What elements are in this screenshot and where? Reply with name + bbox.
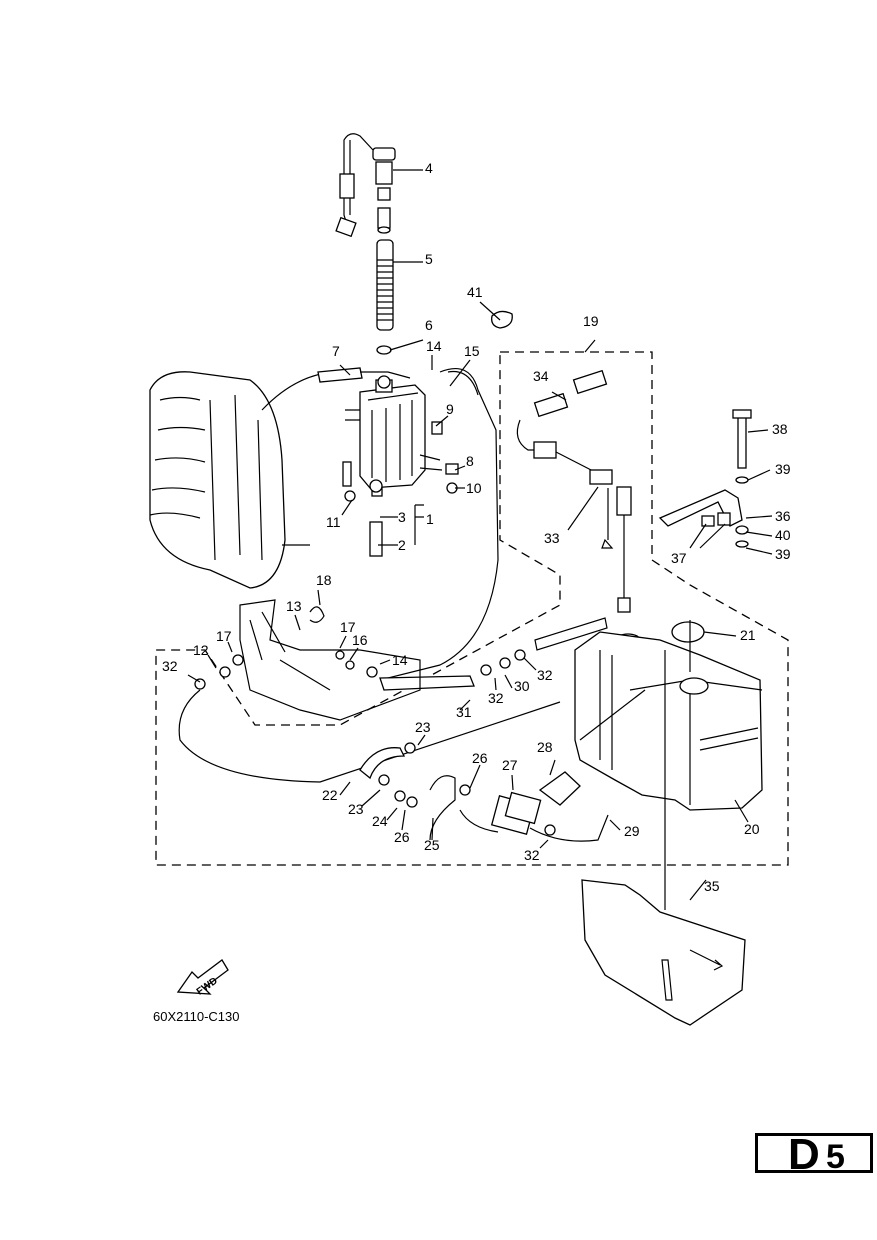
page-badge-letter: D [788, 1130, 820, 1179]
callout-label: 11 [326, 514, 341, 530]
callout-label: 36 [775, 508, 791, 524]
callout-label: 21 [740, 627, 756, 643]
callout-label: 7 [332, 343, 340, 359]
callout-label: 28 [537, 739, 553, 755]
callout-label: 9 [446, 401, 454, 417]
callout-label: 16 [352, 632, 368, 648]
callout-label: 33 [544, 530, 560, 546]
callout-label: 17 [216, 628, 232, 644]
callout-label: 25 [424, 837, 440, 853]
callout-label: 38 [772, 421, 788, 437]
tank-bracket [658, 409, 752, 548]
callout-label: 14 [392, 652, 408, 668]
callout-label: 15 [464, 343, 480, 359]
small-fittings [194, 421, 608, 836]
vapor-separator [345, 375, 443, 497]
callout-label: 39 [775, 546, 791, 562]
callout-label: 32 [162, 658, 178, 674]
sub-assembly-boundary-19 [155, 351, 789, 866]
callout-label: 32 [488, 690, 504, 706]
callout-label: 5 [425, 251, 433, 267]
callout-label: 39 [775, 461, 791, 477]
page-badge: D 5 [755, 1130, 873, 1179]
callout-label: 12 [193, 642, 209, 658]
callout-label: 3 [398, 509, 406, 525]
callout-label: 40 [775, 527, 791, 543]
callout-label: 29 [624, 823, 640, 839]
callout-labels: 1 2 3 4 5 6 7 8 9 10 11 12 13 14 14 15 1… [162, 160, 791, 894]
sensor-harness [516, 369, 641, 647]
fuel-hose-22 [178, 689, 561, 783]
o-ring [376, 345, 392, 355]
callout-label: 32 [524, 847, 540, 863]
callout-label: 32 [537, 667, 553, 683]
engine-block [149, 371, 346, 589]
filter-element [376, 239, 394, 331]
callout-label: 13 [286, 598, 302, 614]
fuel-hose-31 [379, 675, 475, 691]
callout-label: 26 [394, 829, 410, 845]
callout-label: 17 [340, 619, 356, 635]
callout-label: 24 [372, 813, 388, 829]
leader-lines [187, 169, 773, 910]
callout-label: 14 [426, 338, 442, 354]
callout-label: 8 [466, 453, 474, 469]
callout-label: 1 [426, 511, 434, 527]
clamp [491, 310, 513, 329]
callout-label: 4 [425, 160, 433, 176]
callout-label: 37 [671, 550, 687, 566]
lower-cowl-bracket [239, 599, 421, 721]
forward-direction-arrow: FWD [176, 959, 229, 998]
callout-label: 2 [398, 537, 406, 553]
callout-label: 23 [415, 719, 431, 735]
fuel-level-sender [335, 133, 396, 238]
callout-label: 22 [322, 787, 338, 803]
callout-label: 34 [533, 368, 549, 384]
callout-label: 18 [316, 572, 332, 588]
tank-mount-plate [581, 879, 746, 1026]
diagram-code: 60X2110-C130 [153, 1009, 240, 1024]
vent-hose [317, 367, 411, 383]
callout-label: 41 [467, 284, 483, 300]
callout-label: 31 [456, 704, 472, 720]
page-badge-number: 5 [826, 1138, 845, 1176]
callout-label: 19 [583, 313, 599, 329]
callout-label: 26 [472, 750, 488, 766]
fuel-pump [429, 771, 609, 842]
callout-label: 20 [744, 821, 760, 837]
callout-label: 23 [348, 801, 364, 817]
callout-label: 27 [502, 757, 518, 773]
callout-label: 30 [514, 678, 530, 694]
callout-label: 35 [704, 878, 720, 894]
callout-label: 10 [466, 480, 482, 496]
fuel-tank [574, 621, 763, 811]
callout-label: 6 [425, 317, 433, 333]
